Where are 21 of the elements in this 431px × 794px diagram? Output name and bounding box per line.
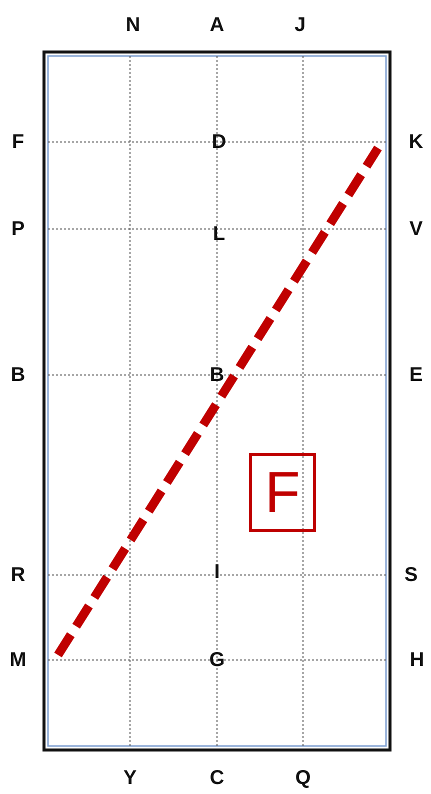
point-label: B [210,365,224,385]
point-label: J [294,15,306,35]
point-label: G [209,650,225,670]
point-label: H [410,650,424,670]
point-label: P [11,219,25,239]
point-label: V [409,219,423,239]
point-label: N [126,15,140,35]
boxed-letter: F [249,453,316,532]
point-label: L [212,224,226,244]
point-label: E [409,365,423,385]
point-label: R [10,565,26,585]
point-label: M [10,650,26,670]
point-label: D [212,132,226,152]
point-label: C [210,768,224,788]
point-label: Q [295,768,311,788]
point-label: A [210,15,224,35]
point-label: F [12,132,24,152]
point-label: S [404,565,418,585]
point-label: K [408,132,424,152]
point-label: Y [123,768,137,788]
point-label: B [10,365,26,385]
